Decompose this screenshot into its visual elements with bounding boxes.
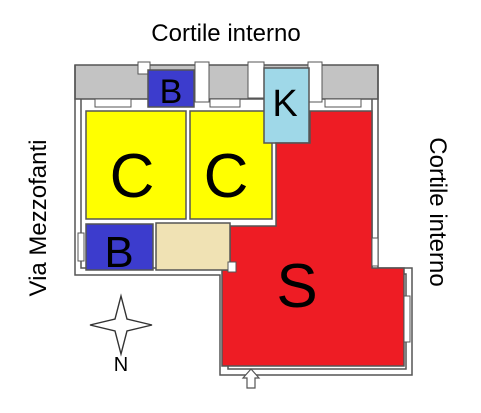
bath-top-label: B bbox=[160, 73, 183, 111]
top-wall bbox=[74, 64, 379, 100]
entrance-arrow-icon bbox=[241, 368, 261, 389]
right-street-label: Cortile interno bbox=[424, 137, 451, 286]
room-kitchen bbox=[263, 67, 310, 144]
left-street-label: Via Mezzofanti bbox=[25, 140, 52, 297]
bedroom-left-label: C bbox=[110, 142, 155, 211]
room-hall bbox=[155, 222, 231, 271]
top-street-label: Cortile interno bbox=[151, 20, 300, 47]
compass-label: N bbox=[114, 354, 128, 376]
window-notches bbox=[94, 61, 362, 108]
room-bedroom-right bbox=[189, 110, 273, 220]
door-marks bbox=[77, 232, 411, 343]
bedroom-right-label: C bbox=[204, 142, 249, 211]
kitchen-label: K bbox=[272, 83, 297, 125]
room-bath-top bbox=[147, 69, 195, 108]
bath-bottom-label: B bbox=[104, 228, 133, 277]
living-label: S bbox=[276, 252, 317, 321]
room-bath-bottom bbox=[85, 223, 154, 271]
room-bedroom-left bbox=[85, 110, 187, 220]
compass-star-icon bbox=[89, 293, 153, 357]
